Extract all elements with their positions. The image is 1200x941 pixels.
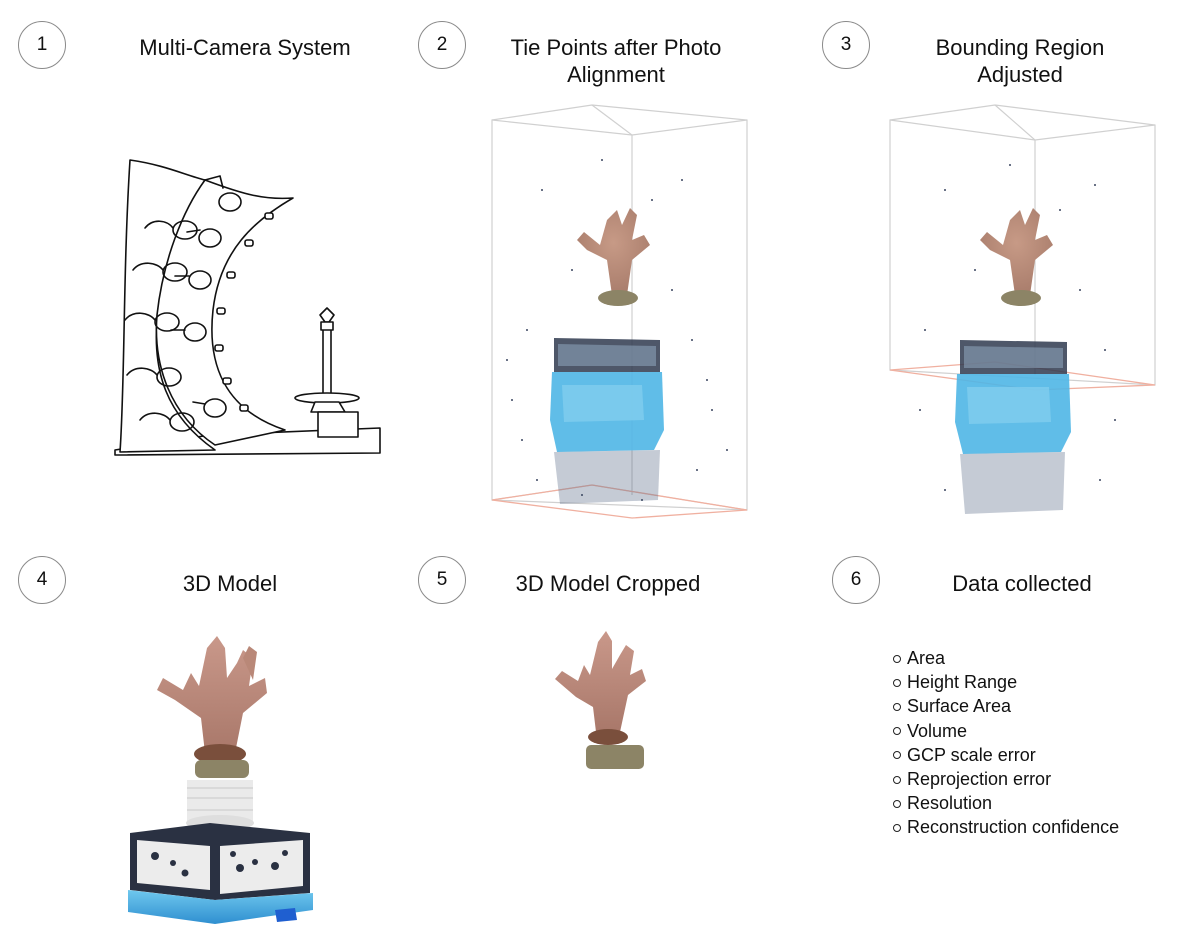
data-collected-list: Area Height Range Surface Area Volume GC… bbox=[893, 646, 1119, 840]
step-1-badge: 1 bbox=[18, 21, 66, 69]
bullet-icon bbox=[893, 824, 901, 833]
bullet-icon bbox=[893, 799, 901, 808]
step-6-badge: 6 bbox=[832, 556, 880, 604]
bullet-icon bbox=[893, 751, 901, 760]
list-item: Reconstruction confidence bbox=[893, 815, 1119, 839]
bullet-icon bbox=[893, 654, 901, 663]
step-5-title: 3D Model Cropped bbox=[515, 571, 701, 596]
list-item: GCP scale error bbox=[893, 743, 1119, 767]
bullet-icon bbox=[893, 678, 901, 687]
list-item: Height Range bbox=[893, 670, 1119, 694]
list-item: Surface Area bbox=[893, 694, 1119, 718]
list-item: Reprojection error bbox=[893, 767, 1119, 791]
step-4-badge: 4 bbox=[18, 556, 66, 604]
step-6-title: Data collected bbox=[952, 571, 1092, 596]
bullet-icon bbox=[893, 727, 901, 736]
list-item: Resolution bbox=[893, 791, 1119, 815]
step-4-title: 3D Model bbox=[182, 571, 278, 596]
multi-camera-sketch bbox=[114, 159, 381, 456]
step-3-badge: 3 bbox=[822, 21, 870, 69]
3d-model bbox=[128, 636, 313, 924]
list-item: Area bbox=[893, 646, 1119, 670]
bounding-region-pointcloud bbox=[889, 104, 1156, 514]
bullet-icon bbox=[893, 775, 901, 784]
bullet-icon bbox=[893, 703, 901, 711]
step-2-title: Tie Points after Photo Alignment bbox=[510, 35, 722, 87]
3d-model-cropped bbox=[555, 631, 646, 769]
step-1-title: Multi-Camera System bbox=[139, 35, 351, 60]
step-5-badge: 5 bbox=[418, 556, 466, 604]
tie-points-pointcloud bbox=[491, 104, 748, 519]
step-3-title: Bounding Region Adjusted bbox=[935, 35, 1105, 87]
step-2-badge: 2 bbox=[418, 21, 466, 69]
list-item: Volume bbox=[893, 719, 1119, 743]
